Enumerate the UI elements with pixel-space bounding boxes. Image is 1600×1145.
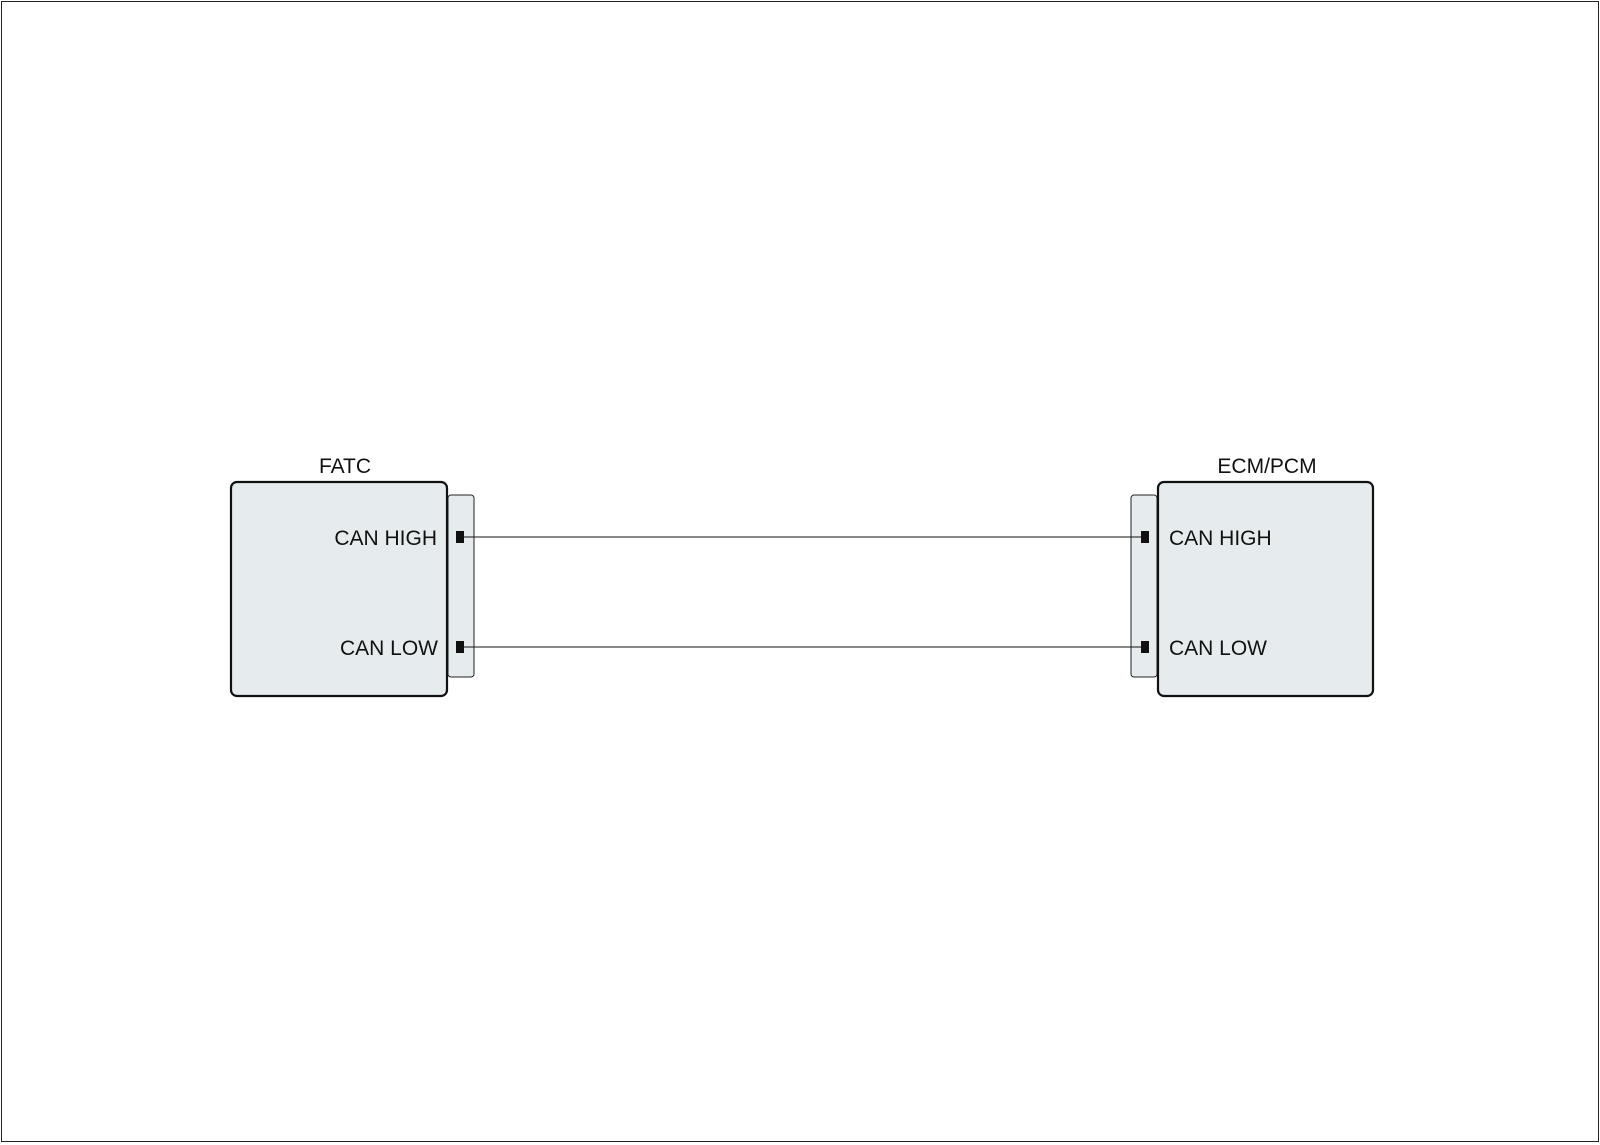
fatc-can-high-label: CAN HIGH [334, 527, 437, 550]
ecm-pcm-module-box [1156, 480, 1375, 698]
fatc-module-box [229, 480, 449, 698]
ecm-pcm-can-low-label: CAN LOW [1169, 637, 1267, 660]
fatc-title: FATC [319, 455, 371, 478]
ecm-pcm-title: ECM/PCM [1217, 455, 1316, 478]
ecm-pcm-can-low-pin [1141, 641, 1149, 653]
fatc-can-high-pin [456, 531, 464, 543]
ecm-pcm-can-high-label: CAN HIGH [1169, 527, 1272, 550]
fatc-can-low-pin [456, 641, 464, 653]
ecm-pcm-can-high-pin [1141, 531, 1149, 543]
fatc-can-low-label: CAN LOW [340, 637, 438, 660]
